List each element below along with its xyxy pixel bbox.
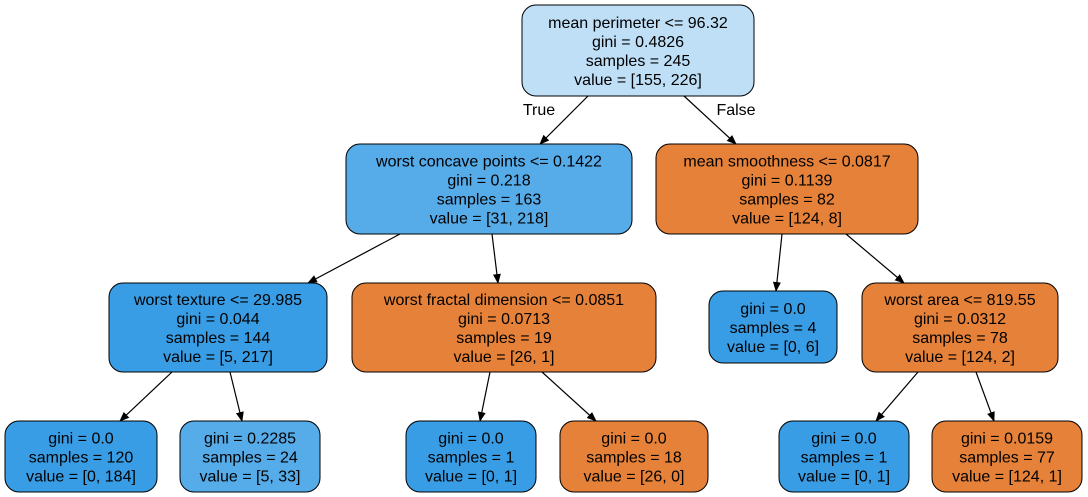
node-samples-text: samples = 120 (29, 450, 134, 467)
node-condition-text: worst area <= 819.55 (883, 292, 1035, 309)
tree-node-split: worst area <= 819.55 gini = 0.0312 samples… (861, 282, 1059, 373)
node-condition-text: worst concave points <= 0.1422 (375, 154, 602, 171)
edge-n1-n3 (307, 233, 401, 284)
node-samples-text: samples = 245 (586, 53, 691, 70)
edge-n4-n9 (477, 371, 491, 422)
edge-n0-n2 (683, 95, 737, 145)
node-box (405, 420, 537, 493)
node-value-text: value = [26, 1] (454, 349, 555, 366)
node-value-text: value = [0, 6] (727, 339, 819, 356)
node-gini-text: gini = 0.0713 (458, 311, 550, 328)
node-value-text: value = [5, 217] (163, 349, 273, 366)
node-samples-text: samples = 19 (456, 330, 552, 347)
tree-node-leaf: gini = 0.0 samples = 120 value = [0, 184] (4, 420, 158, 493)
node-gini-text: gini = 0.4826 (592, 34, 684, 51)
node-samples-text: samples = 82 (739, 192, 835, 209)
node-box (351, 282, 657, 373)
node-value-text: value = [0, 184] (26, 469, 136, 486)
node-samples-text: samples = 1 (428, 450, 515, 467)
node-condition-text: mean smoothness <= 0.0817 (683, 154, 890, 171)
tree-edges (119, 95, 995, 422)
node-gini-text: gini = 0.0159 (961, 431, 1053, 448)
node-samples-text: samples = 163 (437, 192, 542, 209)
node-box (559, 420, 709, 493)
tree-node-split: worst fractal dimension <= 0.0851 gini = … (351, 282, 657, 373)
tree-node-root: mean perimeter <= 96.32 gini = 0.4826 samp… (521, 4, 755, 97)
tree-node-leaf: gini = 0.0 samples = 1 value = [0, 1] (405, 420, 537, 493)
node-samples-text: samples = 4 (730, 320, 817, 337)
node-samples-text: samples = 77 (959, 450, 1055, 467)
node-box (861, 282, 1059, 373)
node-gini-text: gini = 0.0 (740, 301, 805, 318)
node-box (108, 282, 328, 373)
edge-n4-n10 (541, 371, 597, 422)
edge-n0-n1 (539, 95, 589, 145)
tree-node-leaf: gini = 0.0 samples = 1 value = [0, 1] (778, 420, 910, 493)
edge-n6-n11 (875, 371, 919, 422)
node-box (931, 420, 1083, 493)
tree-node-leaf: gini = 0.0 samples = 4 value = [0, 6] (708, 290, 838, 364)
node-value-text: value = [0, 1] (798, 469, 890, 486)
node-box (4, 420, 158, 493)
node-value-text: value = [26, 0] (584, 469, 685, 486)
node-condition-text: mean perimeter <= 96.32 (548, 15, 728, 32)
node-gini-text: gini = 0.0 (438, 431, 503, 448)
tree-node-leaf: gini = 0.2285 samples = 24 value = [5, 33] (179, 420, 321, 493)
node-box (778, 420, 910, 493)
node-gini-text: gini = 0.0 (601, 431, 666, 448)
node-condition-text: worst texture <= 29.985 (133, 292, 302, 309)
node-box (179, 420, 321, 493)
node-value-text: value = [124, 1] (952, 469, 1062, 486)
node-gini-text: gini = 0.218 (447, 173, 530, 190)
node-value-text: value = [124, 2] (905, 349, 1015, 366)
tree-node-split: worst concave points <= 0.1422 gini = 0.2… (345, 143, 633, 235)
edge-n3-n8 (229, 371, 244, 422)
node-samples-text: samples = 24 (202, 450, 298, 467)
tree-node-split: worst texture <= 29.985 gini = 0.044 sampl… (108, 282, 328, 373)
node-samples-text: samples = 1 (801, 450, 888, 467)
node-gini-text: gini = 0.0312 (914, 311, 1006, 328)
node-gini-text: gini = 0.1139 (742, 173, 833, 190)
node-value-text: value = [0, 1] (425, 469, 517, 486)
tree-node-leaf: gini = 0.0159 samples = 77 value = [124, 1… (931, 420, 1083, 493)
edge-n2-n6 (845, 233, 905, 284)
node-value-text: value = [155, 226] (574, 72, 702, 89)
edge-label-false: False (716, 102, 755, 119)
node-gini-text: gini = 0.2285 (204, 431, 296, 448)
edge-n2-n5 (772, 233, 783, 292)
node-gini-text: gini = 0.044 (176, 311, 259, 328)
node-value-text: value = [31, 218] (430, 211, 549, 228)
node-samples-text: samples = 78 (912, 330, 1008, 347)
edge-n3-n7 (119, 371, 173, 422)
tree-node-leaf: gini = 0.0 samples = 18 value = [26, 0] (559, 420, 709, 493)
tree-node-split: mean smoothness <= 0.0817 gini = 0.1139 sa… (655, 143, 919, 235)
node-box (655, 143, 919, 235)
node-gini-text: gini = 0.0 (48, 431, 113, 448)
node-gini-text: gini = 0.0 (811, 431, 876, 448)
node-samples-text: samples = 18 (586, 450, 682, 467)
edge-n6-n12 (975, 371, 995, 422)
edge-label-true: True (523, 102, 555, 119)
node-samples-text: samples = 144 (166, 330, 271, 347)
node-box (345, 143, 633, 235)
node-value-text: value = [5, 33] (200, 469, 301, 486)
edge-n1-n4 (491, 233, 501, 284)
node-box (521, 4, 755, 97)
node-box (708, 290, 838, 364)
node-condition-text: worst fractal dimension <= 0.0851 (383, 292, 624, 309)
node-value-text: value = [124, 8] (732, 211, 842, 228)
